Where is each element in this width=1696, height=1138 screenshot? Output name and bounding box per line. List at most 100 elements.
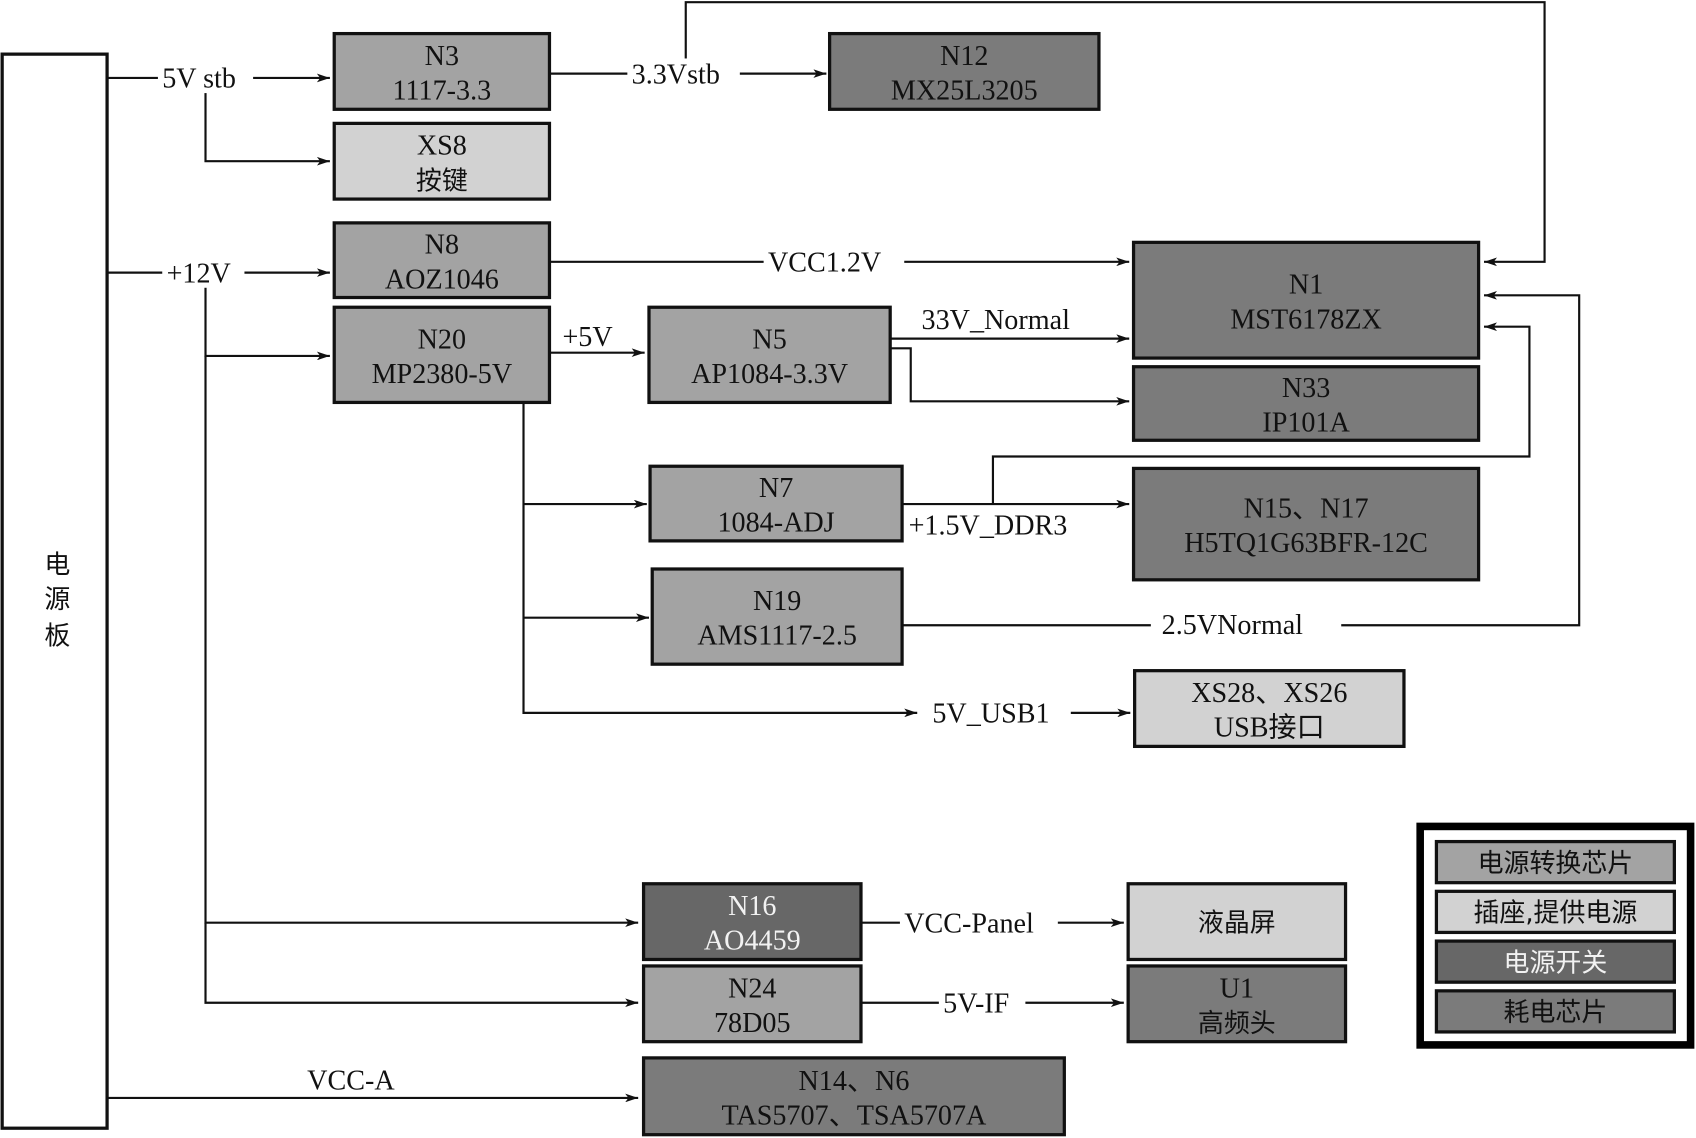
block-n7[interactable]: N7 1084-ADJ	[648, 464, 904, 543]
wire-33v-to-n33	[890, 347, 1130, 406]
legend-swatch	[1434, 989, 1676, 1034]
block-xs8[interactable]: XS8 按键	[332, 121, 552, 201]
block-id: N33	[1282, 373, 1330, 404]
wire-ddr3-to-n1	[991, 322, 1531, 505]
block-part: USB接口	[1214, 712, 1325, 744]
block-id: N8	[425, 230, 459, 261]
wire-3v3stb-to-n1	[684, 1, 1546, 267]
block-id: N20	[418, 324, 466, 355]
block-id: N14、N6	[799, 1066, 910, 1097]
block-part: MP2380-5V	[372, 359, 513, 390]
legend-swatch	[1434, 839, 1676, 885]
power-board-label-3: 板	[44, 622, 70, 652]
wire-label-3v3stb: 3.3Vstb	[632, 59, 720, 90]
block-frame	[332, 305, 552, 405]
block-frame	[1126, 964, 1348, 1044]
power-board-label-2: 源	[44, 585, 70, 615]
wire-12v-to-n20	[204, 283, 330, 361]
block-frame	[641, 964, 863, 1044]
block-frame	[641, 882, 863, 962]
block-part: MX25L3205	[891, 76, 1038, 107]
block-frame	[641, 1056, 1066, 1137]
wire-label-33v-normal: 33V_Normal	[922, 305, 1071, 336]
wire-5v-stb-to-xs8	[204, 88, 330, 166]
block-frame	[648, 464, 904, 543]
block-frame	[650, 567, 904, 666]
block-lcd[interactable]: 液晶屏	[1126, 882, 1348, 962]
block-frame	[1131, 365, 1481, 442]
block-frame	[647, 305, 892, 405]
block-part: AP1084-3.3V	[691, 359, 848, 390]
wire-5v-to-usb	[522, 402, 918, 718]
legend-swatch	[1434, 939, 1676, 984]
power-board: 电 源 板	[0, 52, 109, 1130]
block-frame	[827, 31, 1101, 111]
wire-label-vcca: VCC-A	[307, 1065, 395, 1096]
block-id: N7	[759, 473, 793, 504]
legend-label: 电源开关	[1504, 948, 1608, 978]
block-part: 1117-3.3	[393, 76, 492, 107]
block-id: XS28、XS26	[1191, 678, 1347, 709]
block-frame	[1133, 669, 1406, 749]
block-part: IP101A	[1262, 408, 1350, 439]
wire-label-ddr3: +1.5V_DDR3	[909, 510, 1068, 541]
block-part: 高频头	[1198, 1009, 1276, 1039]
block-id: N5	[752, 324, 786, 355]
power-board-label-1: 电	[44, 550, 70, 580]
block-part: 1084-ADJ	[718, 508, 835, 539]
wire-label-vcc-panel: VCC-Panel	[904, 908, 1034, 939]
wire-label-vcc12: VCC1.2V	[768, 248, 881, 279]
block-frame	[1131, 466, 1481, 582]
wire-label-5v: +5V	[562, 322, 612, 353]
wire-label-5v-usb1: 5V_USB1	[932, 699, 1049, 730]
wire-12v-to-n16	[204, 355, 639, 928]
legend-item: 电源开关	[1434, 939, 1676, 984]
block-part: MST6178ZX	[1230, 304, 1382, 335]
block-id: N12	[940, 41, 988, 72]
block-frame	[1126, 882, 1348, 962]
block-id: N1	[1289, 270, 1323, 301]
block-id: 液晶屏	[1198, 908, 1276, 938]
block-id: N15、N17	[1244, 494, 1369, 525]
block-frame	[1131, 240, 1481, 360]
legend-item: 插座,提供电源	[1434, 889, 1676, 935]
legend-label: 电源转换芯片	[1478, 849, 1634, 879]
block-part: AOZ1046	[385, 264, 499, 295]
block-part: AMS1117-2.5	[697, 621, 857, 652]
block-id: N19	[753, 586, 801, 617]
block-part: H5TQ1G63BFR-12C	[1184, 528, 1428, 559]
block-frame	[332, 31, 552, 111]
block-u1[interactable]: U1 高频头	[1126, 964, 1348, 1044]
block-id: XS8	[417, 131, 467, 162]
block-part: 按键	[416, 166, 468, 196]
legend-item: 电源转换芯片	[1434, 839, 1676, 885]
block-part: TAS5707、TSA5707A	[722, 1100, 988, 1131]
legend-label: 插座,提供电源	[1473, 899, 1637, 929]
block-frame	[332, 221, 552, 300]
wire-label-2v5-normal: 2.5VNormal	[1162, 610, 1303, 641]
wire-label-5v-if: 5V-IF	[943, 988, 1009, 1019]
legend-item: 耗电芯片	[1434, 989, 1676, 1034]
block-id: N24	[728, 973, 776, 1004]
block-part: AO4459	[704, 926, 801, 957]
legend-swatch	[1434, 889, 1676, 935]
block-id: U1	[1220, 973, 1254, 1004]
legend-label: 耗电芯片	[1504, 998, 1608, 1028]
block-id: N16	[728, 891, 776, 922]
wire-label-12v: +12V	[167, 258, 231, 289]
